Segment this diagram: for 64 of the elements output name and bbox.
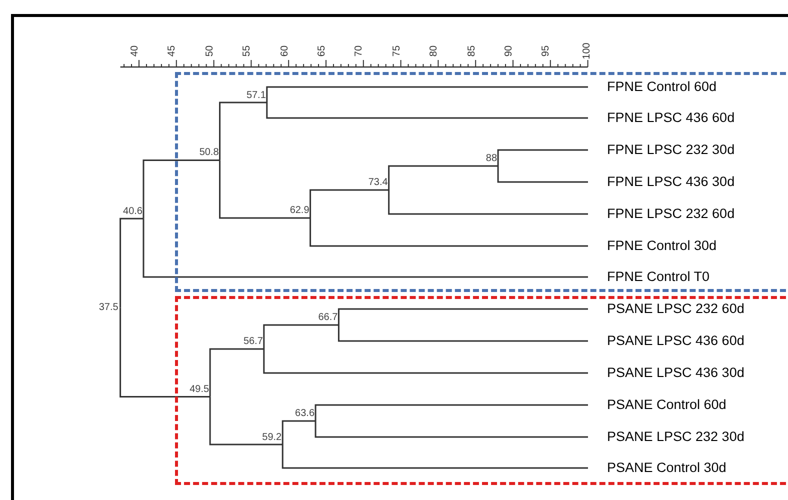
similarity-value: 57.1 <box>232 90 267 102</box>
sample-label: PSANE LPSC 436 60d <box>588 331 778 351</box>
dendrogram-branch <box>314 404 588 421</box>
dendrogram-branch <box>209 348 264 397</box>
dendrogram-branch <box>282 444 588 469</box>
similarity-value: 63.6 <box>282 408 316 420</box>
similarity-value: 37.5 <box>94 300 120 315</box>
sample-label: FPNE LPSC 232 60d <box>588 204 778 224</box>
dendrogram-branch <box>338 308 588 325</box>
axis-tick-label: 40 <box>130 45 141 57</box>
sample-label: FPNE LPSC 436 60d <box>588 108 778 128</box>
dendrogram-branch <box>314 421 588 438</box>
similarity-value: 40.6 <box>109 206 144 218</box>
axis-tick-label: 50 <box>205 45 216 57</box>
dendrogram-branch <box>388 190 588 215</box>
axis-tick-label: 65 <box>318 45 328 57</box>
dendrogram-branch <box>310 218 588 247</box>
sample-label: FPNE LPSC 232 30d <box>588 140 778 160</box>
similarity-value: 50.8 <box>186 147 220 160</box>
axis-tick-label: 100 <box>582 42 592 60</box>
axis-tick-label: 70 <box>354 45 365 57</box>
dendrogram-branch <box>219 160 310 219</box>
dendrogram-branch <box>338 325 588 342</box>
sample-label: PSANE Control 30d <box>588 458 778 478</box>
dendrogram-branch <box>388 165 498 190</box>
dendrogram-branch <box>209 396 283 446</box>
similarity-value: 73.4 <box>354 177 389 189</box>
dendrogram-branch <box>497 166 588 183</box>
sample-label: PSANE LPSC 232 60d <box>588 299 778 319</box>
axis-tick-label: 80 <box>430 45 440 57</box>
similarity-value: 88 <box>464 153 498 165</box>
dendrogram-branch <box>263 324 339 349</box>
sample-label: PSANE LPSC 436 30d <box>588 363 778 383</box>
sample-label: FPNE Control 30d <box>588 236 778 256</box>
sample-label: FPNE Control T0 <box>588 267 778 287</box>
axis-tick-label: 45 <box>168 45 178 57</box>
dendrogram-branch <box>282 420 316 444</box>
axis-tick-label: 85 <box>467 45 478 57</box>
axis-tick-label: 90 <box>504 45 515 57</box>
similarity-value: 59.2 <box>248 432 283 444</box>
similarity-value: 56.7 <box>230 336 264 348</box>
dendrogram-branch <box>263 349 588 374</box>
similarity-value: 49.5 <box>176 384 210 396</box>
dendrogram-branch <box>219 102 267 160</box>
dashed-group-box <box>175 296 788 485</box>
axis-tick-label: 55 <box>242 45 253 57</box>
axis-tick-label: 60 <box>280 45 290 57</box>
axis-tick-label: 95 <box>542 45 552 57</box>
dashed-group-box <box>175 72 788 292</box>
dendrogram-branch <box>120 308 210 398</box>
sample-label: PSANE LPSC 232 30d <box>588 427 778 447</box>
axis-tick-label: 75 <box>392 45 402 57</box>
dendrogram-branch <box>142 160 220 219</box>
similarity-value: 66.7 <box>304 312 339 324</box>
sample-label: FPNE Control 60d <box>588 77 778 97</box>
dendrogram-branch <box>310 189 389 218</box>
dendrogram-branch <box>142 218 588 278</box>
sample-label: FPNE LPSC 436 30d <box>588 172 778 192</box>
sample-label: PSANE Control 60d <box>588 395 778 415</box>
dendrogram-branch <box>497 149 588 166</box>
similarity-value: 62.9 <box>276 205 310 217</box>
dendrogram-branch <box>266 102 588 119</box>
dendrogram-branch <box>120 218 144 308</box>
dendrogram-branch <box>266 86 588 102</box>
